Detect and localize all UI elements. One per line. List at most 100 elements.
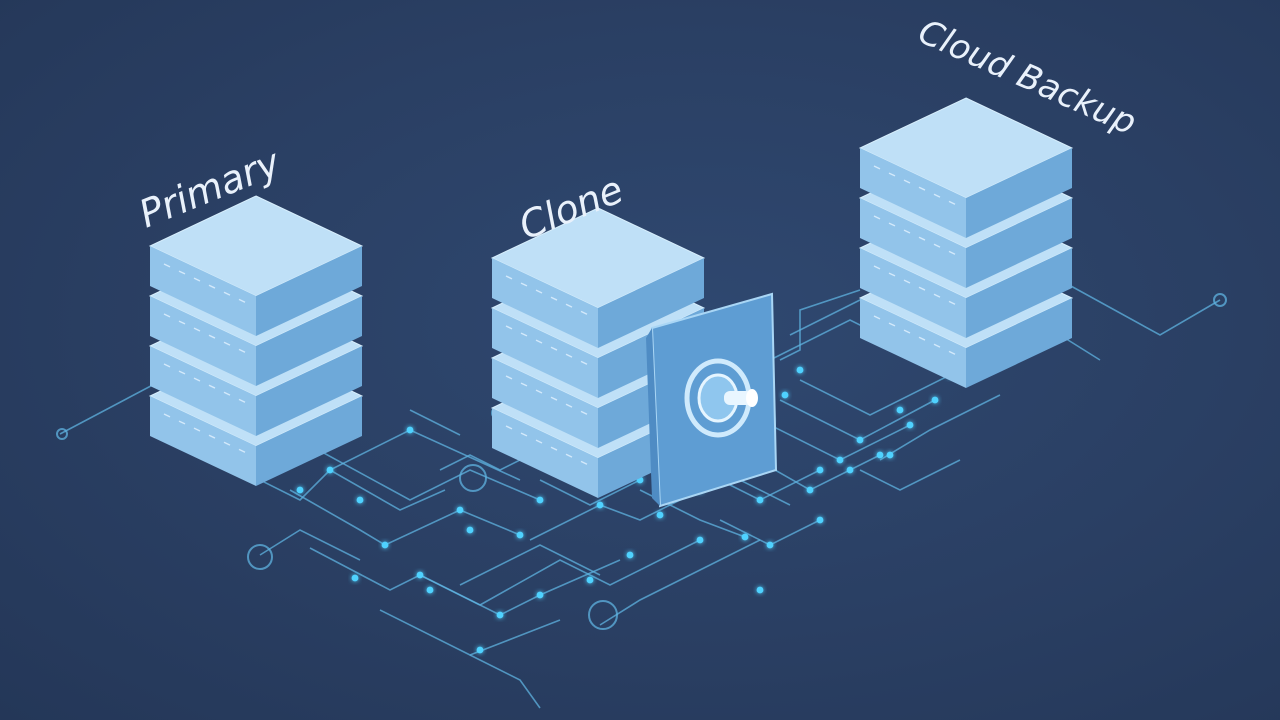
server-led (933, 243, 941, 248)
server-group (148, 97, 1074, 508)
server-slab-right (966, 248, 1072, 338)
server-led (505, 375, 513, 380)
circuit-trace (539, 479, 641, 506)
server-led (933, 343, 941, 348)
circuit-trace (859, 459, 961, 491)
server-led (163, 363, 171, 368)
server-led (223, 341, 231, 346)
circuit-node (816, 516, 824, 524)
server-led (948, 200, 956, 205)
circuit-node (296, 486, 304, 494)
circuit-node (356, 496, 364, 504)
circuit-trace (799, 374, 951, 416)
server-led (223, 441, 231, 446)
circuit-ring (247, 544, 273, 570)
circuit-node (326, 466, 334, 474)
server-led (238, 298, 246, 303)
server-led (193, 277, 201, 282)
circuit-node (596, 501, 604, 509)
circuit-ring (1213, 293, 1227, 307)
circuit-trace (1059, 279, 1221, 336)
server-led (535, 289, 543, 294)
server-led (505, 275, 513, 280)
server-led (948, 300, 956, 305)
circuit-node (351, 574, 359, 582)
server-slab-left (492, 408, 598, 498)
server-slab-left (860, 198, 966, 288)
circuit-node (856, 436, 864, 444)
server-slab-left (150, 396, 256, 486)
server-led (178, 270, 186, 275)
server-led (580, 460, 588, 465)
circuit-trace (469, 654, 541, 709)
vault-door-edge (646, 328, 660, 506)
server-led (580, 360, 588, 365)
circuit-trace (309, 547, 481, 606)
server-led (918, 236, 926, 241)
server-led (873, 265, 881, 270)
server-led (178, 320, 186, 325)
server-led (565, 453, 573, 458)
circuit-ring (56, 428, 68, 440)
circuit-node (806, 486, 814, 494)
server-led (580, 310, 588, 315)
server-led (520, 282, 528, 287)
server-led (223, 391, 231, 396)
server-led (505, 325, 513, 330)
server-led (535, 339, 543, 344)
server-led (550, 396, 558, 401)
circuit-node (496, 611, 504, 619)
server-led (208, 284, 216, 289)
server-led (903, 329, 911, 334)
server-led (948, 250, 956, 255)
server-slab-right (966, 298, 1072, 388)
server-slab-left (860, 248, 966, 338)
server-led (948, 350, 956, 355)
vault-door (646, 292, 778, 508)
server-led (918, 336, 926, 341)
circuit-node (696, 536, 704, 544)
vault-handle-knob (746, 389, 758, 407)
server-slab-left (492, 258, 598, 348)
server-led (550, 446, 558, 451)
circuit-node (656, 511, 664, 519)
server-slab-left (860, 298, 966, 388)
circuit-node (626, 551, 634, 559)
server-slab-right (256, 296, 362, 386)
circuit-node (586, 576, 594, 584)
server-led (873, 215, 881, 220)
server-slab-right (256, 346, 362, 436)
circuit-node (426, 586, 434, 594)
server-led (163, 263, 171, 268)
circuit-node (476, 646, 484, 654)
circuit-node (516, 531, 524, 539)
server-slab-right (256, 396, 362, 486)
server-led (565, 403, 573, 408)
server-led (933, 293, 941, 298)
circuit-node (836, 456, 844, 464)
server-led (550, 346, 558, 351)
circuit-trace (459, 544, 601, 586)
server-led (888, 172, 896, 177)
server-led (550, 296, 558, 301)
server-led (238, 448, 246, 453)
circuit-trace (299, 439, 541, 501)
server-led (565, 353, 573, 358)
circuit-node (536, 496, 544, 504)
server-slab-right (966, 148, 1072, 238)
server-led (520, 382, 528, 387)
circuit-node (466, 526, 474, 534)
server-led (238, 398, 246, 403)
circuit-node (781, 391, 789, 399)
server-led (903, 179, 911, 184)
server-slab-left (150, 246, 256, 336)
server-led (178, 370, 186, 375)
circuit-ring (588, 600, 618, 630)
server-led (208, 334, 216, 339)
server-led (888, 272, 896, 277)
server-slab-right (966, 198, 1072, 288)
server-led (193, 377, 201, 382)
circuit-node (756, 586, 764, 594)
circuit-ring (459, 464, 487, 492)
